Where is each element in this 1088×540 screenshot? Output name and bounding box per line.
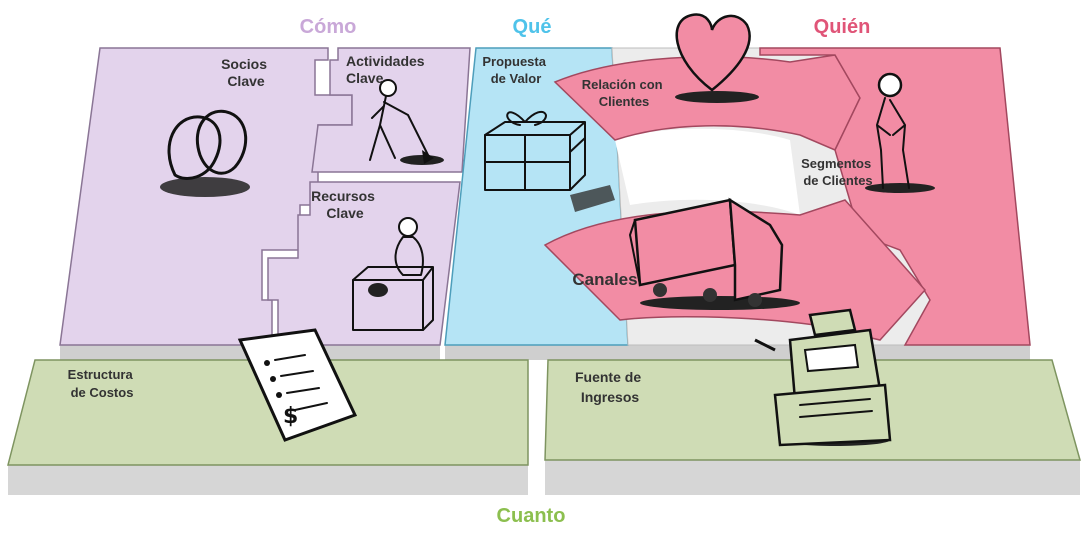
como-area bbox=[59, 47, 471, 346]
section-que-title: Qué bbox=[513, 16, 552, 38]
digging-person-icon bbox=[369, 79, 444, 165]
standing-person-icon bbox=[865, 72, 935, 193]
section-como-title: Cómo bbox=[300, 16, 357, 38]
fuente-ingresos-label: Fuente de Ingresos bbox=[575, 369, 645, 405]
heart-icon bbox=[675, 13, 759, 103]
estructura-costos-block bbox=[7, 359, 529, 466]
relacion-clientes-label: Relación con Clientes bbox=[582, 77, 667, 109]
canales-label: Canales bbox=[572, 270, 637, 289]
person-with-box-icon bbox=[352, 217, 434, 331]
chain-links-icon bbox=[160, 109, 250, 197]
segmentos-clientes-label: Segmentos de Clientes bbox=[801, 156, 875, 188]
socios-clave-label: Socios Clave bbox=[221, 56, 271, 89]
cuanto-area bbox=[7, 359, 1081, 495]
propuesta-valor-label: Propuesta de Valor bbox=[482, 54, 549, 86]
actividades-clave-block bbox=[311, 47, 471, 173]
delivery-truck-icon bbox=[628, 197, 800, 310]
cash-register-icon bbox=[754, 308, 892, 447]
section-quien-title: Quién bbox=[814, 16, 871, 38]
gift-box-icon bbox=[484, 110, 615, 212]
canvas-base bbox=[60, 345, 1030, 360]
section-cuanto-title: Cuanto bbox=[497, 505, 566, 527]
invoice-icon: $ bbox=[237, 328, 358, 442]
recursos-clave-label: Recursos Clave bbox=[311, 188, 379, 221]
estructura-costos-label: Estructura de Costos bbox=[68, 367, 137, 400]
actividades-clave-label: Actividades Clave bbox=[346, 53, 428, 86]
svg-text:$: $ bbox=[283, 404, 298, 429]
